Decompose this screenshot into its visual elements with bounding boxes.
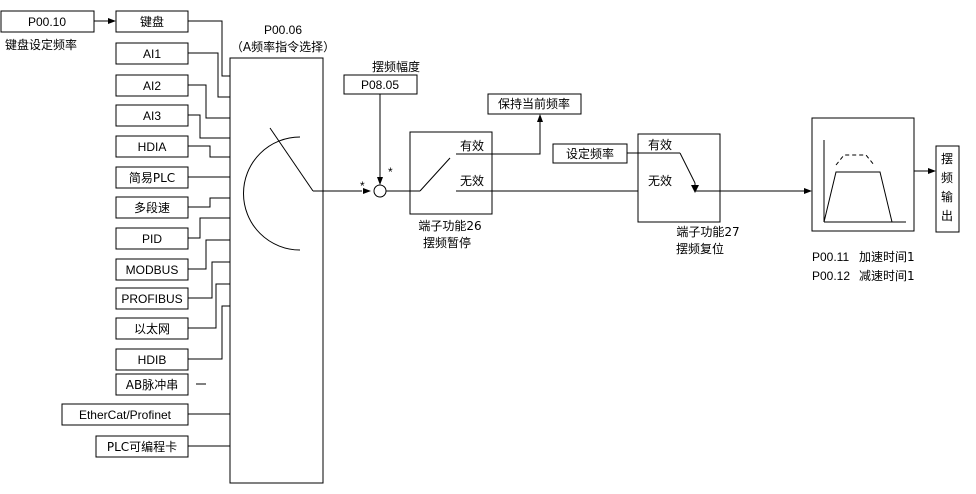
source-ai2: AI2 bbox=[115, 74, 189, 97]
decel-param: P00.12 bbox=[812, 269, 850, 283]
source-wires bbox=[188, 20, 232, 447]
source-boxes: 键盘 AI1 AI2 AI3 HDIA 简易PLC 多段速 PID bbox=[61, 10, 189, 458]
switch27-valid: 有效 bbox=[648, 137, 672, 152]
hold-freq-connector bbox=[492, 122, 541, 155]
ramp-input-arrowhead bbox=[804, 188, 812, 194]
set-freq-label: 设定频率 bbox=[566, 146, 614, 161]
source-label: PROFIBUS bbox=[121, 292, 182, 306]
switch27-blade bbox=[679, 152, 696, 184]
ramp-profile bbox=[823, 171, 893, 223]
ramp-wobble-upper bbox=[835, 154, 875, 166]
amplitude-caption: 摆频幅度 bbox=[372, 59, 420, 74]
source-ab-pulse: AB脉冲串 bbox=[115, 373, 189, 396]
selector-param: P00.06 bbox=[264, 23, 302, 37]
switch26-block bbox=[409, 131, 493, 215]
source-label: HDIA bbox=[138, 140, 167, 154]
switch26-blade bbox=[419, 157, 451, 192]
keypad-param-text: P00.10 bbox=[28, 15, 66, 29]
keypad-arrowhead bbox=[108, 18, 116, 24]
source-label: AI3 bbox=[143, 109, 161, 123]
switch27-caption1: 端子功能27 bbox=[676, 225, 739, 239]
hold-freq-box bbox=[487, 93, 582, 115]
junction-mark-right: * bbox=[388, 165, 393, 179]
source-label: 以太网 bbox=[134, 321, 170, 336]
source-ethercat: EtherCat/Profinet bbox=[61, 403, 189, 426]
amplitude-param: P08.05 bbox=[361, 78, 399, 92]
source-label: AI1 bbox=[143, 47, 161, 61]
source-label: PID bbox=[142, 232, 162, 246]
source-label: 简易PLC bbox=[129, 171, 175, 185]
selector-wiper bbox=[269, 127, 314, 192]
source-ai1: AI1 bbox=[115, 42, 189, 65]
switch27-block bbox=[637, 133, 721, 223]
junction-mark-left: * bbox=[360, 179, 365, 193]
amplitude-arrowhead bbox=[377, 177, 383, 185]
output-char-3: 输 bbox=[941, 189, 953, 204]
switch27-arrowhead bbox=[691, 185, 699, 193]
output-box bbox=[935, 145, 960, 233]
source-label: HDIB bbox=[138, 353, 167, 367]
source-label: PLC可编程卡 bbox=[107, 439, 177, 454]
switch27-caption2: 摆频复位 bbox=[676, 241, 724, 256]
source-hdia: HDIA bbox=[115, 135, 189, 158]
output-arrowhead bbox=[928, 168, 936, 174]
source-simple-plc: 简易PLC bbox=[115, 166, 189, 189]
source-label: 多段速 bbox=[134, 200, 170, 215]
summing-junction bbox=[373, 184, 387, 198]
switch26-caption2: 摆频暂停 bbox=[423, 235, 471, 250]
accel-label: 加速时间1 bbox=[859, 250, 915, 264]
keypad-caption: 键盘设定频率 bbox=[5, 37, 77, 52]
accel-param: P00.11 bbox=[812, 250, 849, 264]
source-label: 键盘 bbox=[140, 14, 164, 29]
selector-caption: （A频率指令选择） bbox=[231, 39, 335, 54]
source-label: AB脉冲串 bbox=[126, 377, 178, 392]
switch26-valid: 有效 bbox=[460, 138, 484, 153]
source-multi-step: 多段速 bbox=[115, 196, 189, 219]
source-ai3: AI3 bbox=[115, 104, 189, 127]
hold-freq-label: 保持当前频率 bbox=[498, 96, 570, 111]
source-label: MODBUS bbox=[126, 263, 179, 277]
output-char-4: 出 bbox=[941, 209, 953, 223]
decel-label: 减速时间1 bbox=[859, 269, 915, 283]
switch26-invalid: 无效 bbox=[460, 173, 484, 188]
source-keypad: 键盘 bbox=[115, 10, 189, 33]
selector-output-arrowhead bbox=[363, 188, 371, 194]
switch26-caption1: 端子功能26 bbox=[418, 219, 481, 233]
output-char-1: 摆 bbox=[941, 152, 953, 166]
selector-block bbox=[229, 57, 324, 484]
source-ethernet: 以太网 bbox=[115, 317, 189, 340]
source-hdib: HDIB bbox=[115, 348, 189, 371]
switch27-invalid: 无效 bbox=[648, 173, 672, 188]
source-pid: PID bbox=[115, 227, 189, 250]
selector-arc bbox=[243, 136, 301, 251]
source-label: EtherCat/Profinet bbox=[79, 408, 172, 422]
source-plc-card: PLC可编程卡 bbox=[95, 435, 189, 458]
source-profibus: PROFIBUS bbox=[115, 287, 189, 310]
ramp-block bbox=[811, 117, 915, 232]
source-modbus: MODBUS bbox=[115, 258, 189, 281]
hold-freq-arrowhead bbox=[537, 114, 543, 122]
source-label: AI2 bbox=[143, 79, 161, 93]
output-char-2: 频 bbox=[941, 171, 953, 185]
